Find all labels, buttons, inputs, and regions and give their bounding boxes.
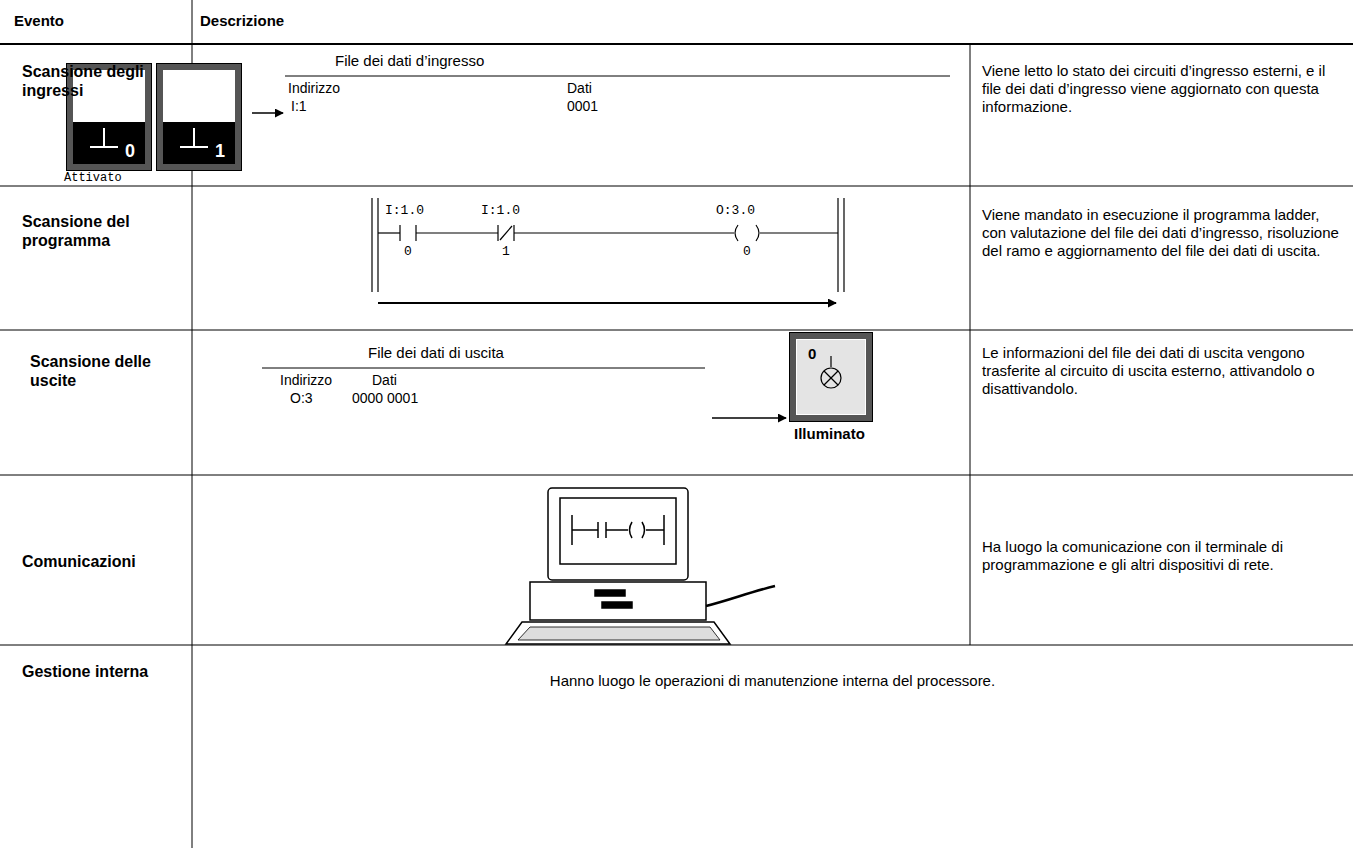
node-number: 0 [125, 141, 135, 162]
event-name: Scansione delle uscite [30, 352, 180, 390]
file-rule [262, 368, 705, 369]
address: I:1 [291, 98, 307, 115]
file-title: File dei dati di uscita [368, 344, 504, 362]
event-name: Scansione degli ingressi [22, 62, 182, 100]
event-name: Gestione interna [22, 662, 182, 681]
bit-number: 0 [404, 244, 412, 260]
bit-number: 1 [502, 244, 510, 260]
event-description: Viene letto lo stato dei circuiti d’ingr… [982, 62, 1342, 116]
instruction-address: I:1.0 [385, 203, 424, 219]
data-value: 0001 [567, 98, 598, 115]
bit-number: 0 [743, 244, 751, 260]
node-number: 0 [808, 345, 816, 362]
column-label: Indirizzo [288, 80, 340, 97]
switch-state: Attivato [64, 171, 122, 185]
input-switch: 1 [157, 64, 241, 170]
column-label: Indirizzo [280, 372, 332, 389]
event-name: Comunicazioni [22, 552, 182, 571]
column-label: Dati [567, 80, 592, 97]
lamp-face [797, 340, 865, 414]
ladder-rung [372, 198, 844, 292]
column-header: Evento [14, 12, 64, 30]
event-name: Scansione del programma [22, 212, 182, 250]
scan-arrow [378, 302, 836, 304]
file-rule [285, 76, 950, 77]
column-label: Dati [372, 372, 397, 389]
event-description: Viene mandato in esecuzione il programma… [982, 206, 1342, 260]
event-description: Ha luogo la comunicazione con il termina… [982, 538, 1342, 574]
lamp-state: Illuminato [794, 425, 865, 443]
input-arrow [252, 112, 283, 114]
column-header: Descrizione [200, 12, 284, 30]
switch-faces [73, 70, 235, 164]
event-description: Le informazioni del file dei dati di usc… [982, 344, 1342, 398]
data-value: 0000 0001 [352, 390, 418, 407]
instruction-address: I:1.0 [481, 203, 520, 219]
instruction-address: O:3.0 [716, 203, 755, 219]
address: O:3 [290, 390, 313, 407]
file-title: File dei dati d’ingresso [335, 52, 484, 70]
output-lamp: 0 [790, 333, 872, 421]
event-description: Hanno luogo le operazioni di manutenzion… [192, 672, 1353, 690]
computer-icon [506, 488, 775, 644]
node-number: 1 [215, 141, 225, 162]
output-arrow [712, 417, 786, 419]
